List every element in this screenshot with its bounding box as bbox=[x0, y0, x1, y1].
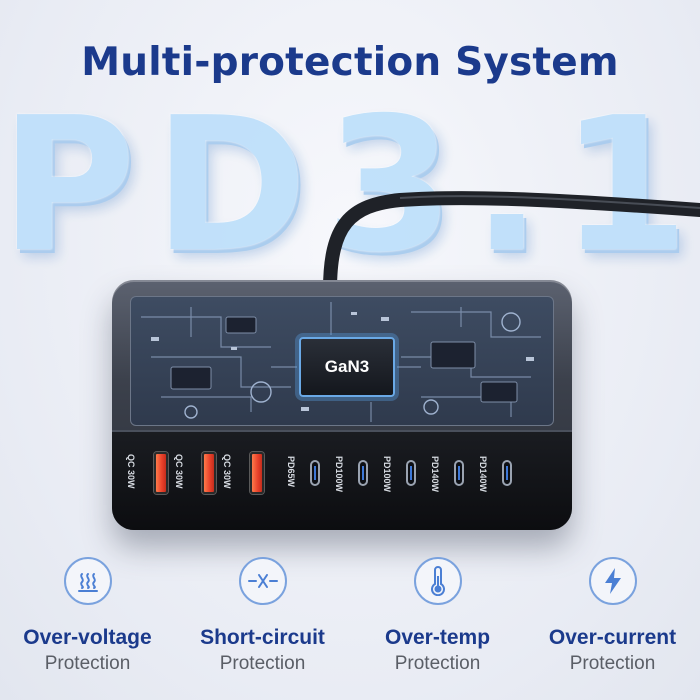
short-circuit-icon bbox=[238, 557, 287, 605]
usb-a-socket bbox=[250, 452, 264, 494]
feature-over-voltage: Over-voltage Protection bbox=[0, 550, 175, 700]
port-label: PD65W bbox=[286, 456, 296, 488]
background-pd-text: PD3.1 bbox=[0, 77, 700, 293]
usb-c-socket bbox=[310, 460, 320, 486]
charger-device: GaN3 QC 30W QC 30W QC 30W PD65W PD10 bbox=[112, 280, 572, 530]
feature-subtitle: Protection bbox=[219, 653, 306, 674]
port-panel: QC 30W QC 30W QC 30W PD65W PD100W PD10 bbox=[112, 430, 572, 530]
usb-c-socket bbox=[454, 460, 464, 486]
lightning-bolt-icon bbox=[588, 557, 637, 605]
feature-title: Over-current bbox=[548, 626, 677, 649]
protection-features: Over-voltage Protection Short-circuit Pr… bbox=[0, 550, 700, 700]
port-label: PD140W bbox=[478, 456, 488, 493]
port-label: PD140W bbox=[430, 456, 440, 493]
headline: Multi-protection System bbox=[81, 40, 619, 85]
port-label: QC 30W bbox=[174, 454, 184, 489]
usb-c-socket bbox=[406, 460, 416, 486]
feature-subtitle: Protection bbox=[44, 653, 131, 674]
usb-a-socket bbox=[202, 452, 216, 494]
port-label: QC 30W bbox=[222, 454, 232, 489]
feature-title: Over-temp bbox=[384, 626, 491, 649]
port-label: PD100W bbox=[334, 456, 344, 493]
thermometer-icon bbox=[413, 557, 462, 605]
usb-a-socket bbox=[154, 452, 168, 494]
feature-over-temp: Over-temp Protection bbox=[350, 550, 525, 700]
feature-title: Short-circuit bbox=[200, 626, 325, 649]
gan-chip: GaN3 bbox=[299, 337, 395, 397]
feature-subtitle: Protection bbox=[394, 653, 481, 674]
feature-title: Over-voltage bbox=[23, 626, 152, 649]
feature-over-current: Over-current Protection bbox=[525, 550, 700, 700]
usb-c-socket bbox=[358, 460, 368, 486]
circuit-board: GaN3 bbox=[130, 296, 554, 426]
port-label: QC 30W bbox=[126, 454, 136, 489]
feature-short-circuit: Short-circuit Protection bbox=[175, 550, 350, 700]
feature-subtitle: Protection bbox=[569, 653, 656, 674]
usb-c-socket bbox=[502, 460, 512, 486]
heat-waves-icon bbox=[63, 557, 112, 605]
circuit-traces bbox=[141, 302, 541, 422]
port-label: PD100W bbox=[382, 456, 392, 493]
